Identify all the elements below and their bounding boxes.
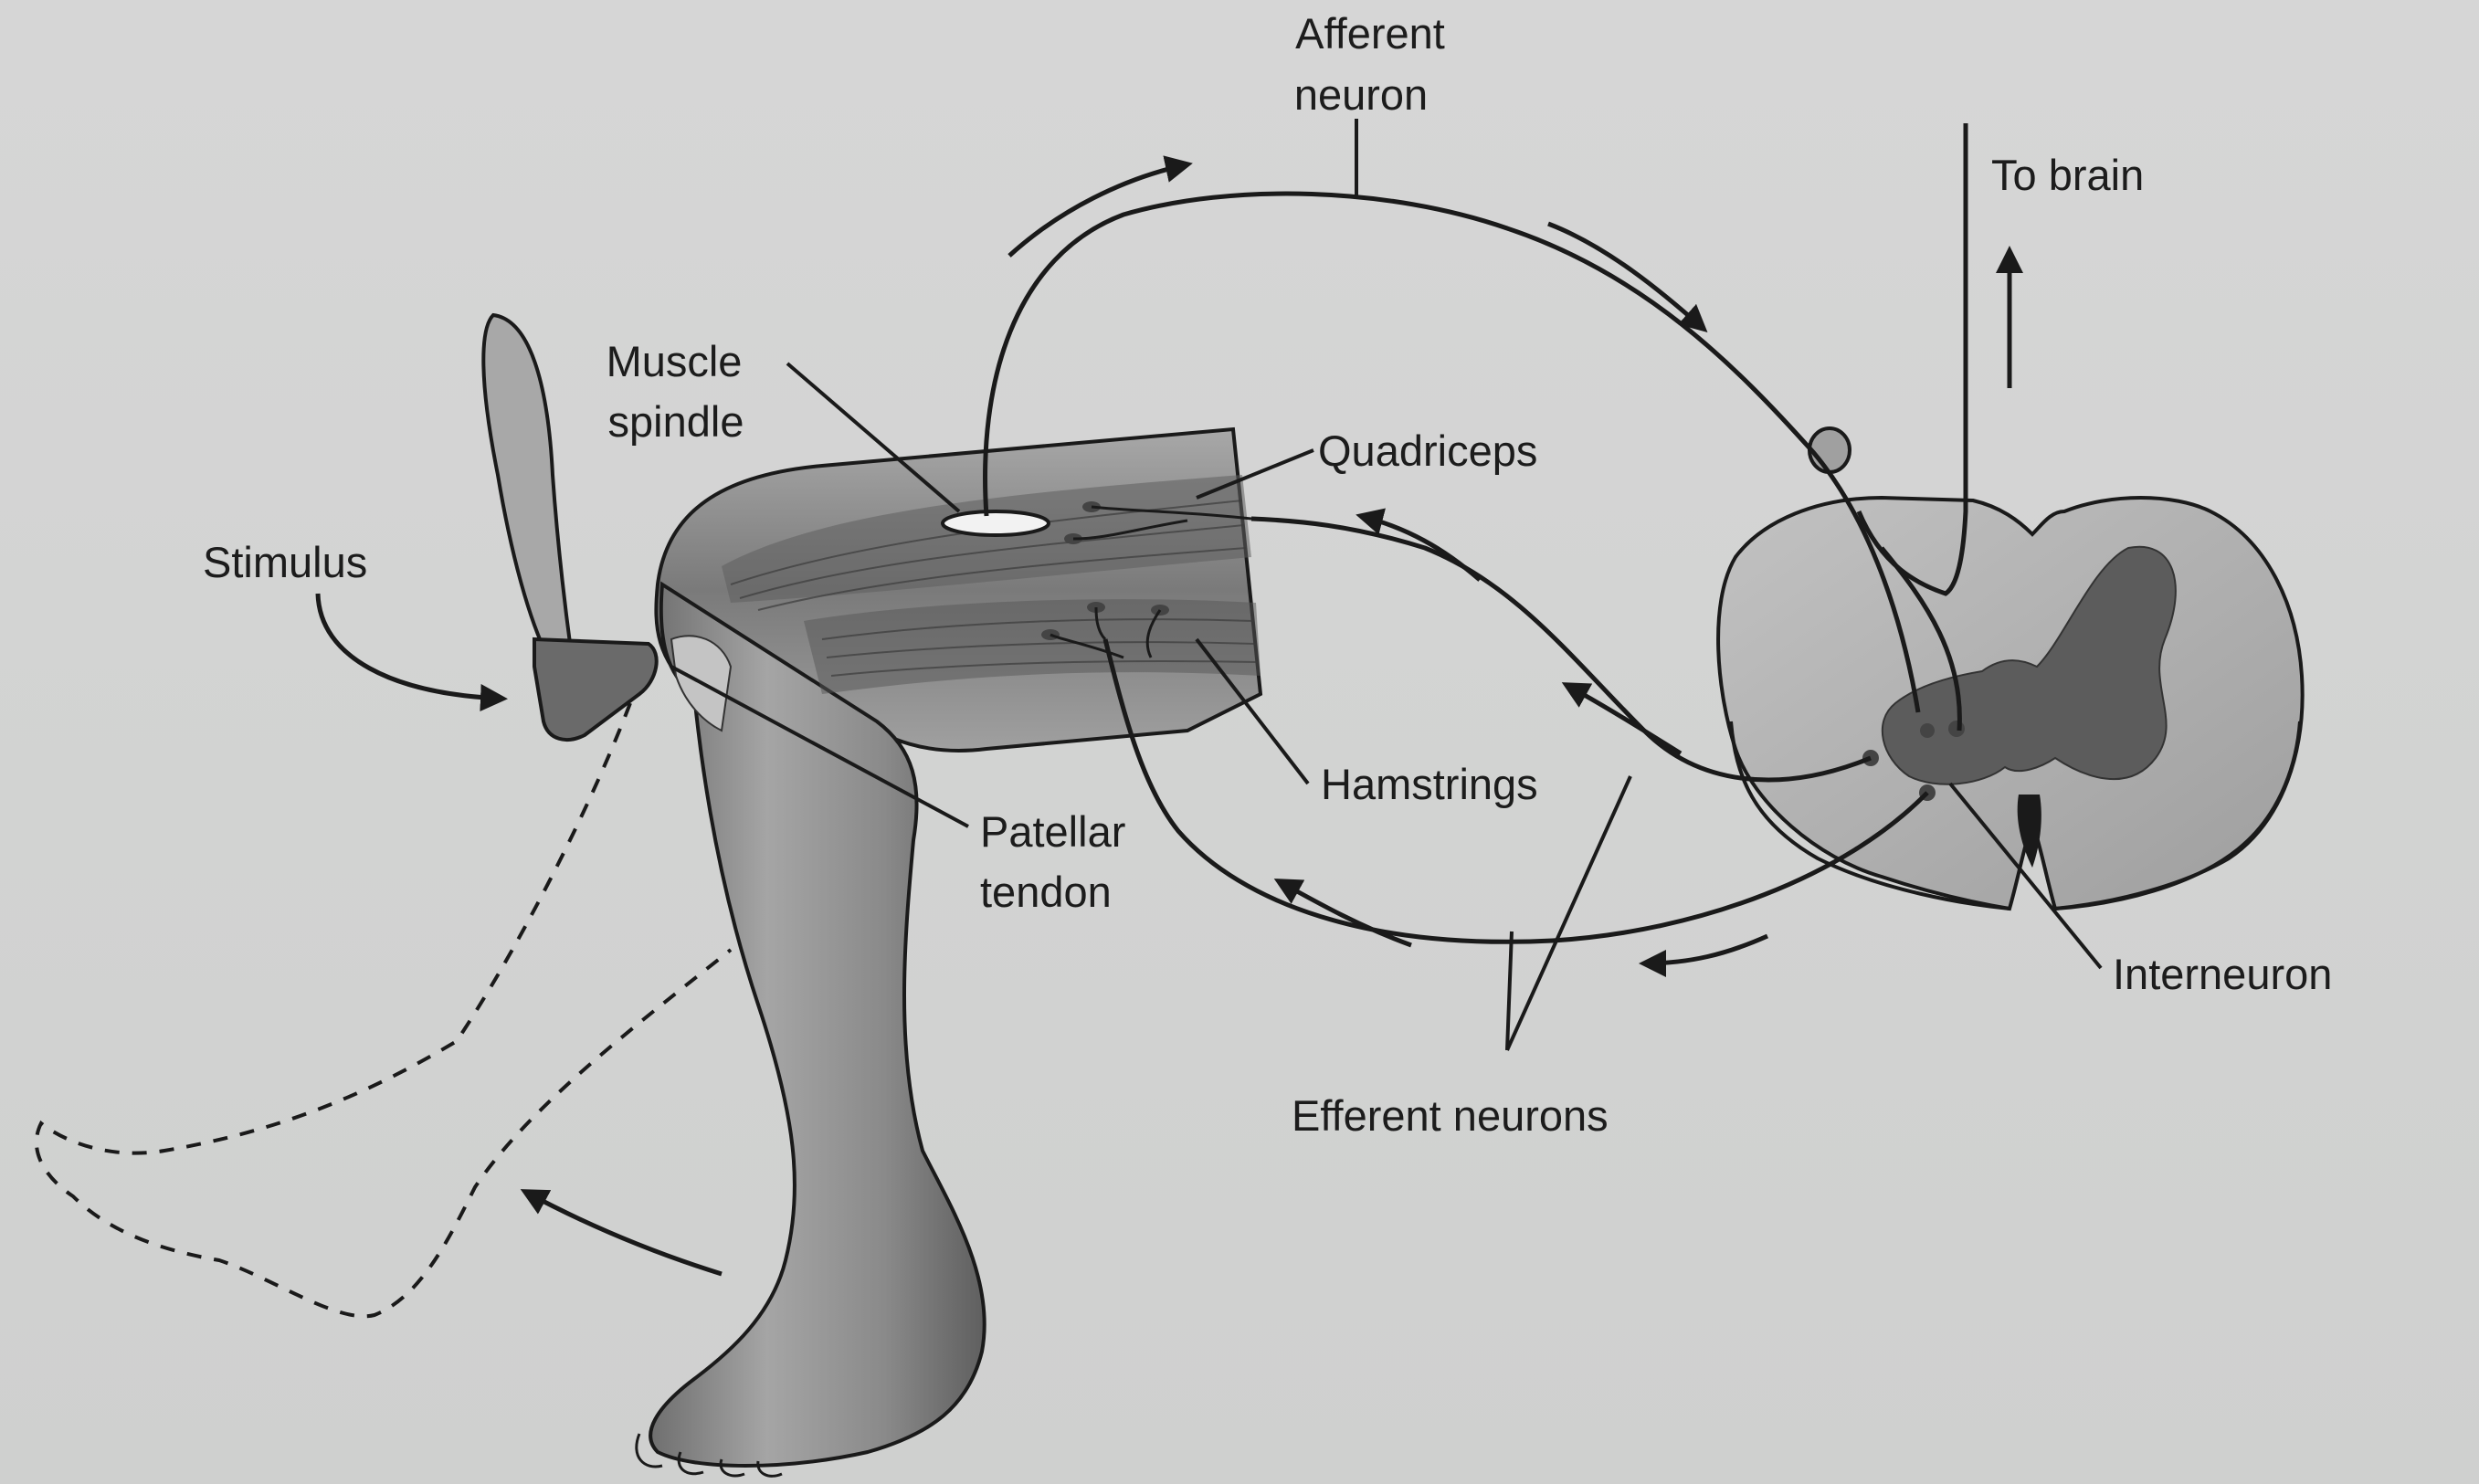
label-to-brain: To brain <box>1991 151 2144 199</box>
kicked-leg-outline <box>35 702 733 1319</box>
muscle-spindle <box>941 510 1050 537</box>
efferent-arrow-ham-2 <box>1639 933 1769 977</box>
label-afferent-neuron-line2: neuron <box>1294 70 1428 119</box>
ham-terminal-branches <box>1050 606 1162 659</box>
foot-toes <box>635 1433 783 1478</box>
quad-terminal-branches <box>1072 505 1252 541</box>
leader-interneuron <box>1948 782 2103 970</box>
interneuron-branch <box>1880 546 1962 731</box>
kick-arrow <box>520 1189 723 1277</box>
label-interneuron: Interneuron <box>2113 950 2332 998</box>
hammer-head <box>533 637 659 742</box>
label-quadriceps: Quadriceps <box>1318 426 1537 475</box>
central-canal <box>2017 795 2041 868</box>
hamstrings-muscle <box>804 599 1261 694</box>
spinal-cord-section <box>1716 426 2305 911</box>
efferent-arrow-quad <box>1356 508 1482 582</box>
spinal-cord-edge <box>1729 721 2302 910</box>
label-patellar-tendon-line2: tendon <box>980 868 1112 916</box>
leader-lines <box>670 119 2103 1051</box>
labels: Afferent neuron To brain Muscle spindle … <box>203 9 2332 1140</box>
afferent-arrow-1 <box>1007 155 1193 258</box>
afferent-neuron-path <box>983 191 1921 713</box>
stimulus-arrow <box>315 593 508 711</box>
hammer-handle <box>481 312 574 660</box>
label-muscle-spindle-line2: spindle <box>608 397 744 446</box>
leader-efferent <box>1505 775 1632 1051</box>
efferent-neuron-quadriceps <box>1250 516 1872 783</box>
efferent-arrow-ham-1 <box>1561 682 1683 756</box>
label-patellar-tendon-line1: Patellar <box>980 807 1125 856</box>
leader-muscle-spindle <box>786 362 961 513</box>
efferent-arrow-ham-3 <box>1273 879 1412 948</box>
leg <box>635 426 1263 1478</box>
lower-leg <box>649 581 986 1468</box>
label-hamstrings: Hamstrings <box>1321 760 1538 808</box>
label-efferent-neurons: Efferent neurons <box>1292 1091 1609 1140</box>
leader-patellar-tendon <box>670 665 969 828</box>
label-stimulus: Stimulus <box>203 538 367 586</box>
dorsal-root-ganglion <box>1808 426 1851 474</box>
label-muscle-spindle-line1: Muscle <box>607 337 743 385</box>
leader-quadriceps <box>1196 448 1314 500</box>
label-afferent-neuron-line1: Afferent <box>1295 9 1445 58</box>
reflex-hammer <box>481 312 659 742</box>
afferent-arrow-2 <box>1547 221 1708 332</box>
direction-arrows <box>315 155 2023 977</box>
leader-hamstrings <box>1195 637 1310 785</box>
